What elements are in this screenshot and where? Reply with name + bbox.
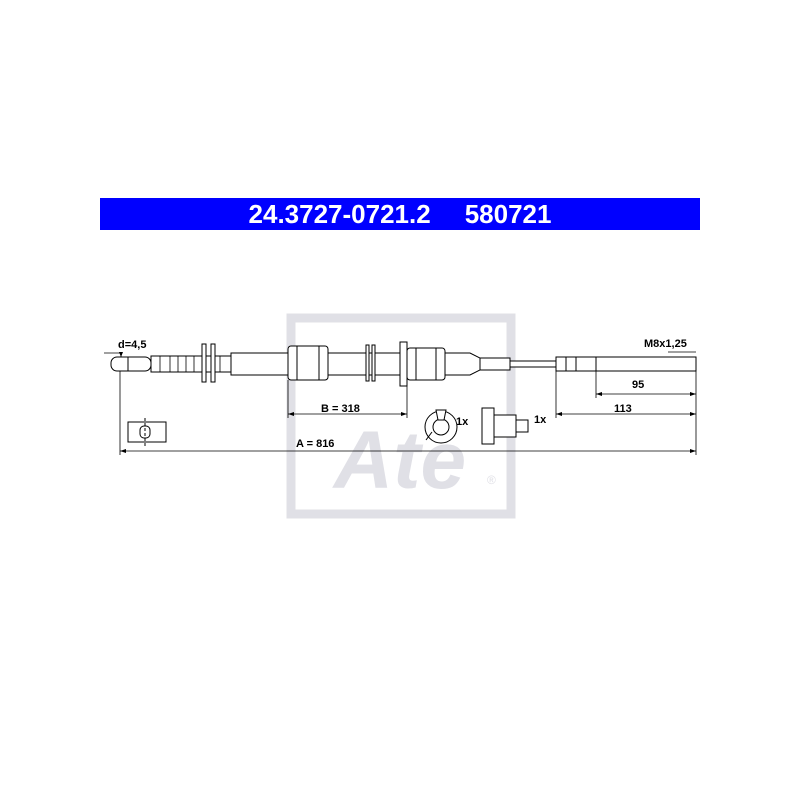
outer-sheath-2: [327, 352, 401, 376]
inner-cable: [509, 360, 557, 368]
eye-detail-shape: [139, 425, 151, 439]
end-length-label: 113: [614, 403, 632, 415]
threaded-rod: [595, 356, 697, 372]
retaining-plate-2: [210, 343, 216, 383]
length-a-label: A = 816: [296, 438, 334, 450]
cable-ferrule: [479, 357, 511, 371]
eye-detail: [127, 418, 167, 446]
thread-length-label: 95: [632, 379, 644, 391]
clip-mark-1: [365, 344, 370, 382]
bush-icon: [481, 407, 495, 445]
diameter-label: d=4,5: [118, 339, 146, 351]
clip-quantity-label: 1x: [456, 416, 469, 428]
abutment-body: [406, 347, 446, 381]
cable-eye-end: [110, 356, 152, 372]
abutment-plate: [399, 341, 408, 387]
threaded-sleeve: [150, 355, 232, 373]
bush-accessory: [481, 407, 529, 445]
bush-quantity-label: 1x: [534, 414, 547, 426]
retaining-plate-1: [201, 343, 207, 383]
length-b-label: B = 318: [321, 403, 360, 415]
dimension-arrows: [119, 352, 696, 453]
sheath-taper: [444, 352, 481, 376]
grommet: [287, 345, 329, 381]
clip-mark-2: [371, 344, 376, 382]
part-number: 24.3727-0721.2: [248, 198, 431, 229]
reference-number: 580721: [464, 198, 552, 229]
outer-sheath: [230, 352, 290, 376]
cable-assembly: [110, 341, 697, 387]
dimension-lines: [104, 351, 697, 455]
title-banner: 24.3727-0721.2 580721: [100, 198, 700, 230]
thread-label: M8x1,25: [644, 338, 687, 350]
clip-accessory: [424, 409, 458, 444]
watermark-registered: ®: [487, 473, 496, 487]
